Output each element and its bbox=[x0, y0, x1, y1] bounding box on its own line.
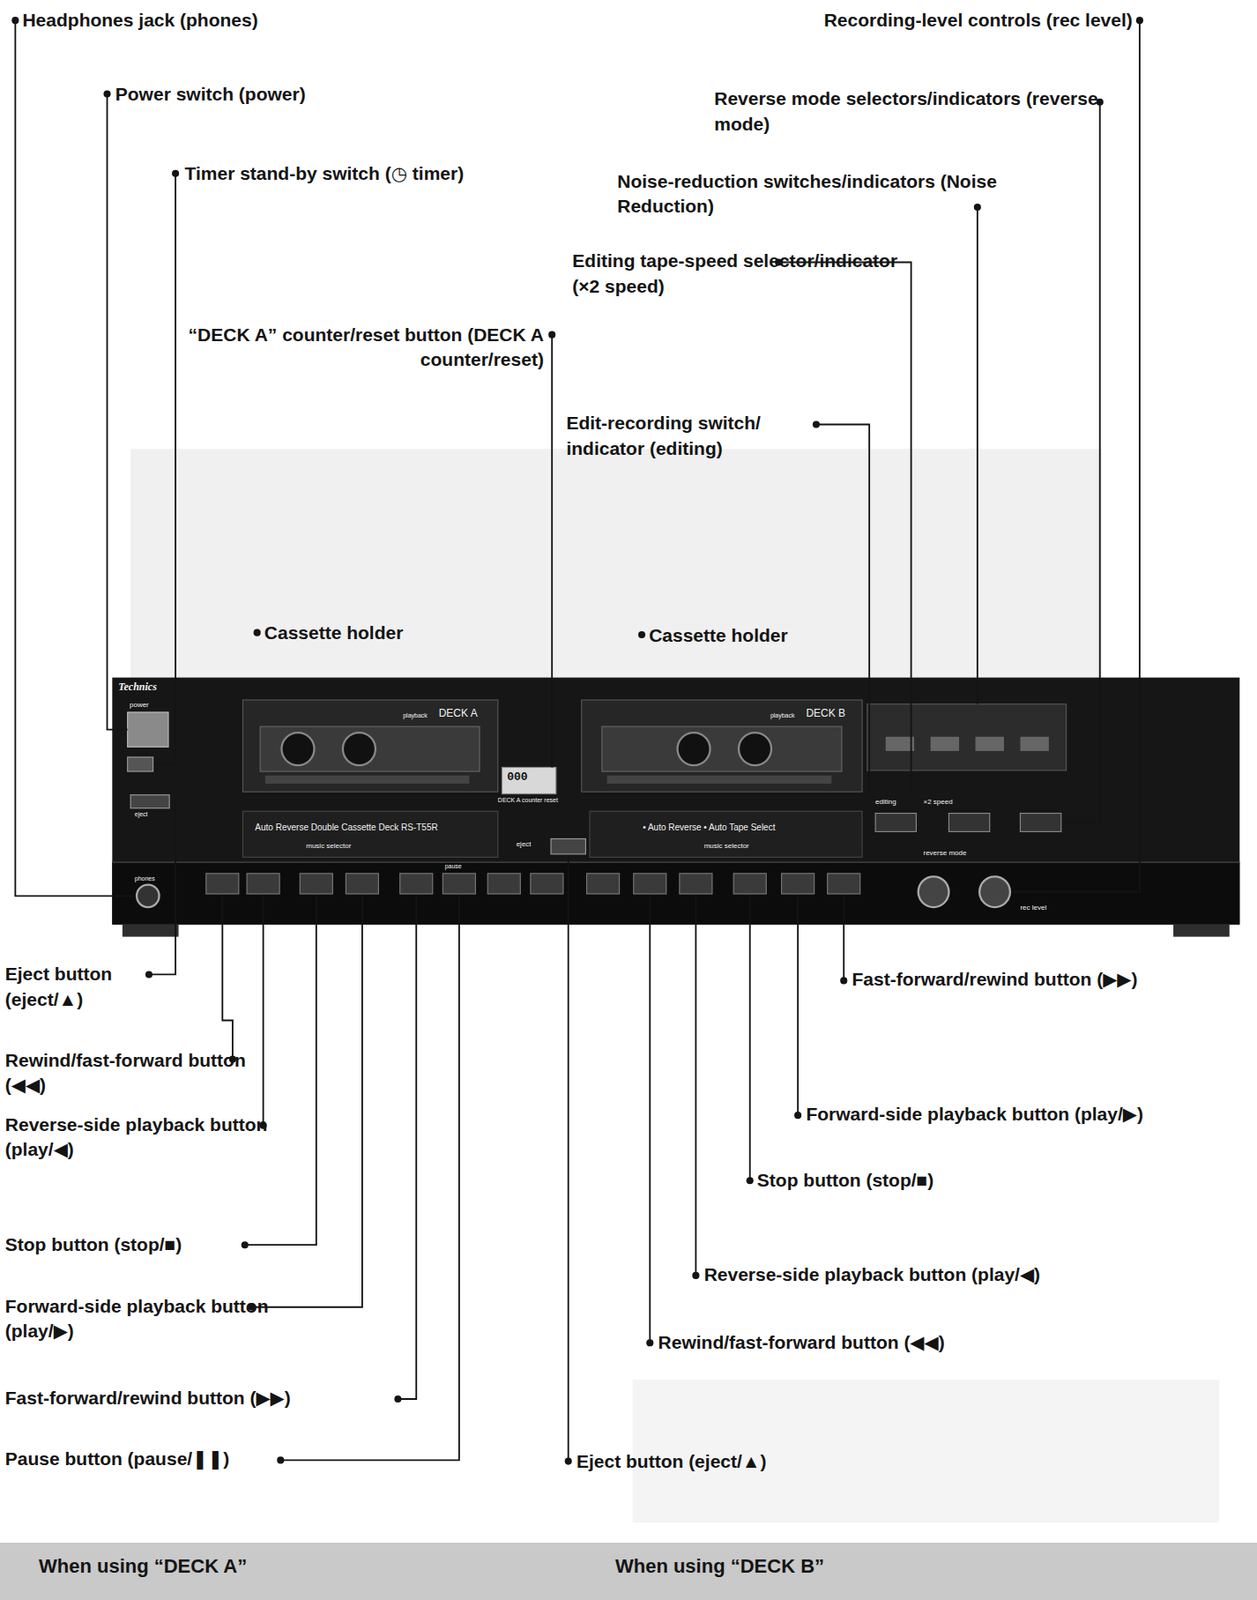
reverse-mode-button bbox=[948, 813, 990, 833]
device-marking: playback bbox=[402, 712, 428, 720]
callout-label: Forward-side playback button (play/▶) bbox=[5, 1294, 276, 1345]
phones-jack bbox=[136, 885, 159, 908]
device-marking: DECK B bbox=[805, 707, 846, 720]
reverse-mode-button bbox=[1019, 813, 1061, 833]
device-marking: phones bbox=[134, 875, 156, 883]
callout-label: Rewind/fast-forward button (◀◀) bbox=[658, 1330, 945, 1355]
noise-reduction-panel bbox=[867, 704, 1067, 771]
cassette-holder bbox=[242, 699, 498, 792]
device-marking: eject bbox=[516, 840, 532, 849]
callout-label: Pause button (pause/❚❚) bbox=[5, 1446, 231, 1472]
counter-digits: 000 bbox=[506, 771, 528, 784]
device-marking: Auto Reverse Double Cassette Deck RS-T55… bbox=[254, 822, 438, 833]
callout-label: Stop button (stop/■) bbox=[5, 1232, 182, 1257]
callout-label: Rewind/fast-forward button (◀◀) bbox=[5, 1048, 256, 1099]
band-heading: When using “DECK A” bbox=[38, 1554, 566, 1578]
device-marking: DECK A bbox=[438, 707, 478, 720]
device-marking: pause bbox=[445, 862, 462, 871]
band-heading: When using “DECK B” bbox=[615, 1554, 1257, 1578]
brand-logo: Technics bbox=[118, 681, 157, 693]
callout-label: “DECK A” counter/reset button (DECK A co… bbox=[181, 322, 544, 373]
deck-door bbox=[589, 810, 863, 857]
callout-label: Timer stand-by switch (◷ timer) bbox=[185, 161, 465, 186]
device-marking: power bbox=[129, 701, 149, 710]
callout-label: Fast-forward/rewind button (▶▶) bbox=[5, 1385, 291, 1411]
callout-label: Power switch (power) bbox=[115, 81, 306, 107]
deck-door bbox=[242, 810, 498, 857]
button-strip bbox=[111, 862, 1240, 925]
counter-window bbox=[501, 766, 556, 794]
leader-lines bbox=[14, 20, 1140, 1461]
callout-label: Eject button (eject/▲) bbox=[576, 1449, 767, 1474]
eject-button bbox=[130, 795, 170, 809]
callout-label: Cassette holder bbox=[648, 623, 789, 648]
transport-buttons bbox=[206, 873, 861, 894]
eject-button bbox=[550, 838, 586, 854]
rec-level-knob bbox=[979, 876, 1011, 908]
section-band: When using “DECK A” bbox=[0, 1542, 566, 1600]
foot bbox=[122, 924, 179, 938]
callout-label: Headphones jack (phones) bbox=[22, 7, 258, 33]
section-band: When using “DECK B” bbox=[558, 1542, 1257, 1600]
callout-label: Reverse-side playback button (play/◀) bbox=[5, 1112, 291, 1163]
device-marking: playback bbox=[770, 712, 796, 720]
device-marking: reverse mode bbox=[923, 849, 967, 858]
callout-label: Stop button (stop/■) bbox=[757, 1167, 934, 1193]
reverse-mode-button bbox=[875, 813, 916, 833]
device-marking: ×2 speed bbox=[923, 798, 953, 807]
timer-switch bbox=[127, 757, 154, 772]
cassette-holder bbox=[581, 699, 863, 792]
device-marking: rec level bbox=[1019, 904, 1047, 913]
device-marking: DECK A counter reset bbox=[498, 796, 558, 804]
callout-label: Reverse-side playback button (play/◀) bbox=[704, 1262, 1041, 1287]
rec-level-knob bbox=[918, 876, 950, 908]
callout-label: Fast-forward/rewind button (▶▶) bbox=[851, 966, 1138, 992]
device-marking: editing bbox=[875, 798, 897, 807]
callout-label: Eject button (eject/▲) bbox=[5, 961, 159, 1012]
callout-label: Editing tape-speed selector/indicator (×… bbox=[572, 248, 909, 299]
device-marking: eject bbox=[134, 810, 149, 819]
callout-label: Cassette holder bbox=[264, 620, 404, 646]
callout-label: Recording-level controls (rec level) bbox=[824, 7, 1133, 33]
power-switch bbox=[127, 712, 169, 747]
device-marking: music selector bbox=[305, 842, 351, 851]
foot bbox=[1173, 924, 1230, 938]
callout-label: Noise-reduction switches/indicators (Noi… bbox=[617, 169, 1036, 220]
callout-label: Edit-recording switch/ indicator (editin… bbox=[565, 410, 832, 462]
device-marking: music selector bbox=[704, 842, 750, 851]
callout-label: Forward-side playback button (play/▶) bbox=[805, 1101, 1144, 1127]
callout-label: Reverse mode selectors/indicators (rever… bbox=[714, 86, 1123, 137]
ghost-panel bbox=[130, 448, 1102, 704]
deck-body bbox=[111, 677, 1240, 925]
device-marking: • Auto Reverse • Auto Tape Select bbox=[642, 822, 775, 833]
